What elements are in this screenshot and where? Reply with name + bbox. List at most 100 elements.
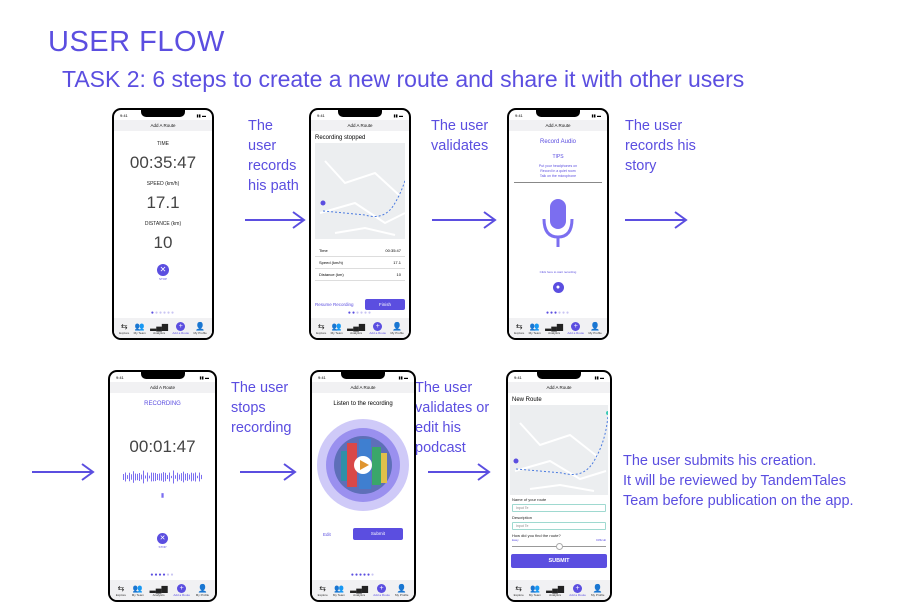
route-path	[319, 160, 405, 236]
distance-value: 10	[153, 233, 173, 252]
signal-icon: ▮▮ ▬	[393, 112, 403, 118]
tab-explore[interactable]: ⇆Explore	[317, 583, 328, 597]
tab-my-team[interactable]: 👥My Team	[330, 321, 343, 335]
signal-icon: ▮▮ ▬	[199, 374, 209, 380]
stop-button[interactable]: ✕	[157, 533, 168, 544]
resume-recording-link[interactable]: Resume Recording	[315, 302, 354, 307]
app-bar-title: Add A Route	[114, 120, 212, 131]
team-icon: 👥	[331, 321, 342, 331]
stat-row: Speed (km/h)17.1	[315, 257, 405, 269]
tab-explore[interactable]: ⇆Explore	[316, 321, 327, 335]
team-icon: 👥	[132, 583, 143, 593]
tab-analytics[interactable]: ▂▄▆Analytics	[149, 583, 168, 597]
tab-explore[interactable]: ⇆Explore	[513, 583, 524, 597]
team-icon: 👥	[529, 583, 540, 593]
route-name-input[interactable]: Input Te	[512, 504, 606, 512]
team-icon: 👥	[333, 583, 344, 593]
tab-my-team[interactable]: 👥My Team	[133, 321, 146, 335]
submit-button[interactable]: SUBMIT	[511, 554, 607, 568]
play-icon	[360, 460, 369, 470]
tab-add-route[interactable]: +Add a Route	[373, 583, 390, 597]
signal-icon: ▮▮ ▬	[594, 374, 604, 380]
chart-icon: ▂▄▆	[545, 321, 564, 331]
tab-my-team[interactable]: 👥My Team	[131, 583, 144, 597]
finish-button[interactable]: Finish	[365, 299, 405, 310]
stop-label: STOP	[158, 277, 168, 281]
tab-my-team[interactable]: 👥My Team	[528, 583, 541, 597]
step-dots: ●●●●●●	[150, 572, 175, 578]
tab-my-profile[interactable]: 👤My Profile	[395, 583, 409, 597]
record-audio-heading: Record Audio	[539, 139, 577, 145]
tab-explore[interactable]: ⇆Explore	[514, 321, 525, 335]
route-icon: ⇆	[515, 583, 522, 593]
start-recording-hint: Click here to start recording	[539, 270, 577, 274]
stop-button[interactable]: ✕	[157, 264, 169, 276]
arrow-icon	[32, 463, 95, 481]
tab-add-route[interactable]: +Add a Route	[567, 321, 585, 335]
tab-analytics[interactable]: ▂▄▆Analytics	[350, 583, 369, 597]
tab-bar: ⇆Explore 👥My Team ▂▄▆Analytics +Add a Ro…	[312, 580, 414, 600]
tab-explore[interactable]: ⇆Explore	[115, 583, 127, 597]
tab-add-route[interactable]: +Add a Route	[173, 583, 191, 597]
phone-step-2: 9:41▮▮ ▬ Add A Route Recording stopped T…	[309, 108, 411, 340]
tab-add-route[interactable]: +Add a Route	[369, 321, 387, 335]
microphone-icon	[509, 197, 607, 256]
tab-bar: ⇆Explore 👥My Team ▂▄▆Analytics +Add a Ro…	[508, 580, 610, 600]
tab-my-team[interactable]: 👥My Team	[528, 321, 541, 335]
team-icon: 👥	[134, 321, 145, 331]
submit-button[interactable]: Submit	[352, 528, 403, 540]
status-time: 9:41	[515, 112, 523, 118]
plus-icon: +	[373, 321, 383, 331]
description-label: Description	[512, 515, 533, 520]
tab-bar: ⇆Explore 👥My Team ▂▄▆Analytics +Add a Ro…	[509, 318, 607, 338]
phone-step-1: 9:41▮▮ ▬ Add A Route TIME 00:35:47 SPEED…	[112, 108, 214, 340]
plus-icon: +	[571, 321, 581, 331]
slider-thumb[interactable]	[556, 543, 563, 550]
tab-my-profile[interactable]: 👤My Profile	[195, 583, 210, 597]
phone-step-4: 9:41▮▮ ▬ Add A Route RECORDING 00:01:47 …	[108, 370, 217, 602]
tab-add-route[interactable]: +Add a Route	[569, 583, 586, 597]
easy-label: Easy	[512, 538, 519, 542]
speed-value: 17.1	[146, 193, 180, 212]
tab-my-profile[interactable]: 👤My Profile	[591, 583, 605, 597]
tab-analytics[interactable]: ▂▄▆Analytics	[546, 583, 565, 597]
arrow-icon	[432, 211, 497, 229]
record-button[interactable]: ●	[552, 282, 564, 293]
recording-timer: 00:01:47	[129, 437, 196, 456]
tab-analytics[interactable]: ▂▄▆Analytics	[150, 321, 169, 335]
status-time: 9:41	[318, 374, 326, 380]
tab-explore[interactable]: ⇆Explore	[119, 321, 130, 335]
step-dots: ●●●●●●	[545, 310, 571, 316]
status-time: 9:41	[120, 112, 128, 118]
tab-analytics[interactable]: ▂▄▆Analytics	[545, 321, 564, 335]
tab-add-route[interactable]: +Add a Route	[172, 321, 190, 335]
chart-icon: ▂▄▆	[347, 321, 366, 331]
waveform	[110, 467, 215, 492]
tab-analytics[interactable]: ▂▄▆Analytics	[347, 321, 366, 335]
plus-icon: +	[176, 321, 186, 331]
status-time: 9:41	[514, 374, 522, 380]
tab-my-profile[interactable]: 👤My Profile	[588, 321, 602, 335]
tab-my-team[interactable]: 👥My Team	[332, 583, 345, 597]
tab-bar: ⇆Explore 👥My Team ▂▄▆Analytics +Add a Ro…	[110, 580, 215, 600]
phone-step-6: 9:41▮▮ ▬ Add A Route New Route Name of y…	[506, 370, 612, 602]
user-icon: 👤	[195, 321, 206, 331]
difficulty-slider[interactable]	[512, 542, 606, 550]
tab-my-profile[interactable]: 👤My Profile	[193, 321, 207, 335]
tab-bar: ⇆Explore 👥My Team ▂▄▆Analytics +Add a Ro…	[311, 318, 409, 338]
signal-icon: ▮▮ ▬	[196, 112, 206, 118]
step-dots: ●●●●●●	[150, 310, 176, 316]
edit-link[interactable]: Edit	[323, 531, 331, 537]
tab-my-profile[interactable]: 👤My Profile	[390, 321, 404, 335]
description-input[interactable]: Input Te	[512, 522, 606, 530]
route-map	[315, 143, 405, 239]
tab-bar: ⇆Explore 👥My Team ▂▄▆Analytics +Add a Ro…	[114, 318, 212, 338]
microphone-icon: ▮	[160, 493, 165, 499]
route-map	[510, 405, 608, 495]
